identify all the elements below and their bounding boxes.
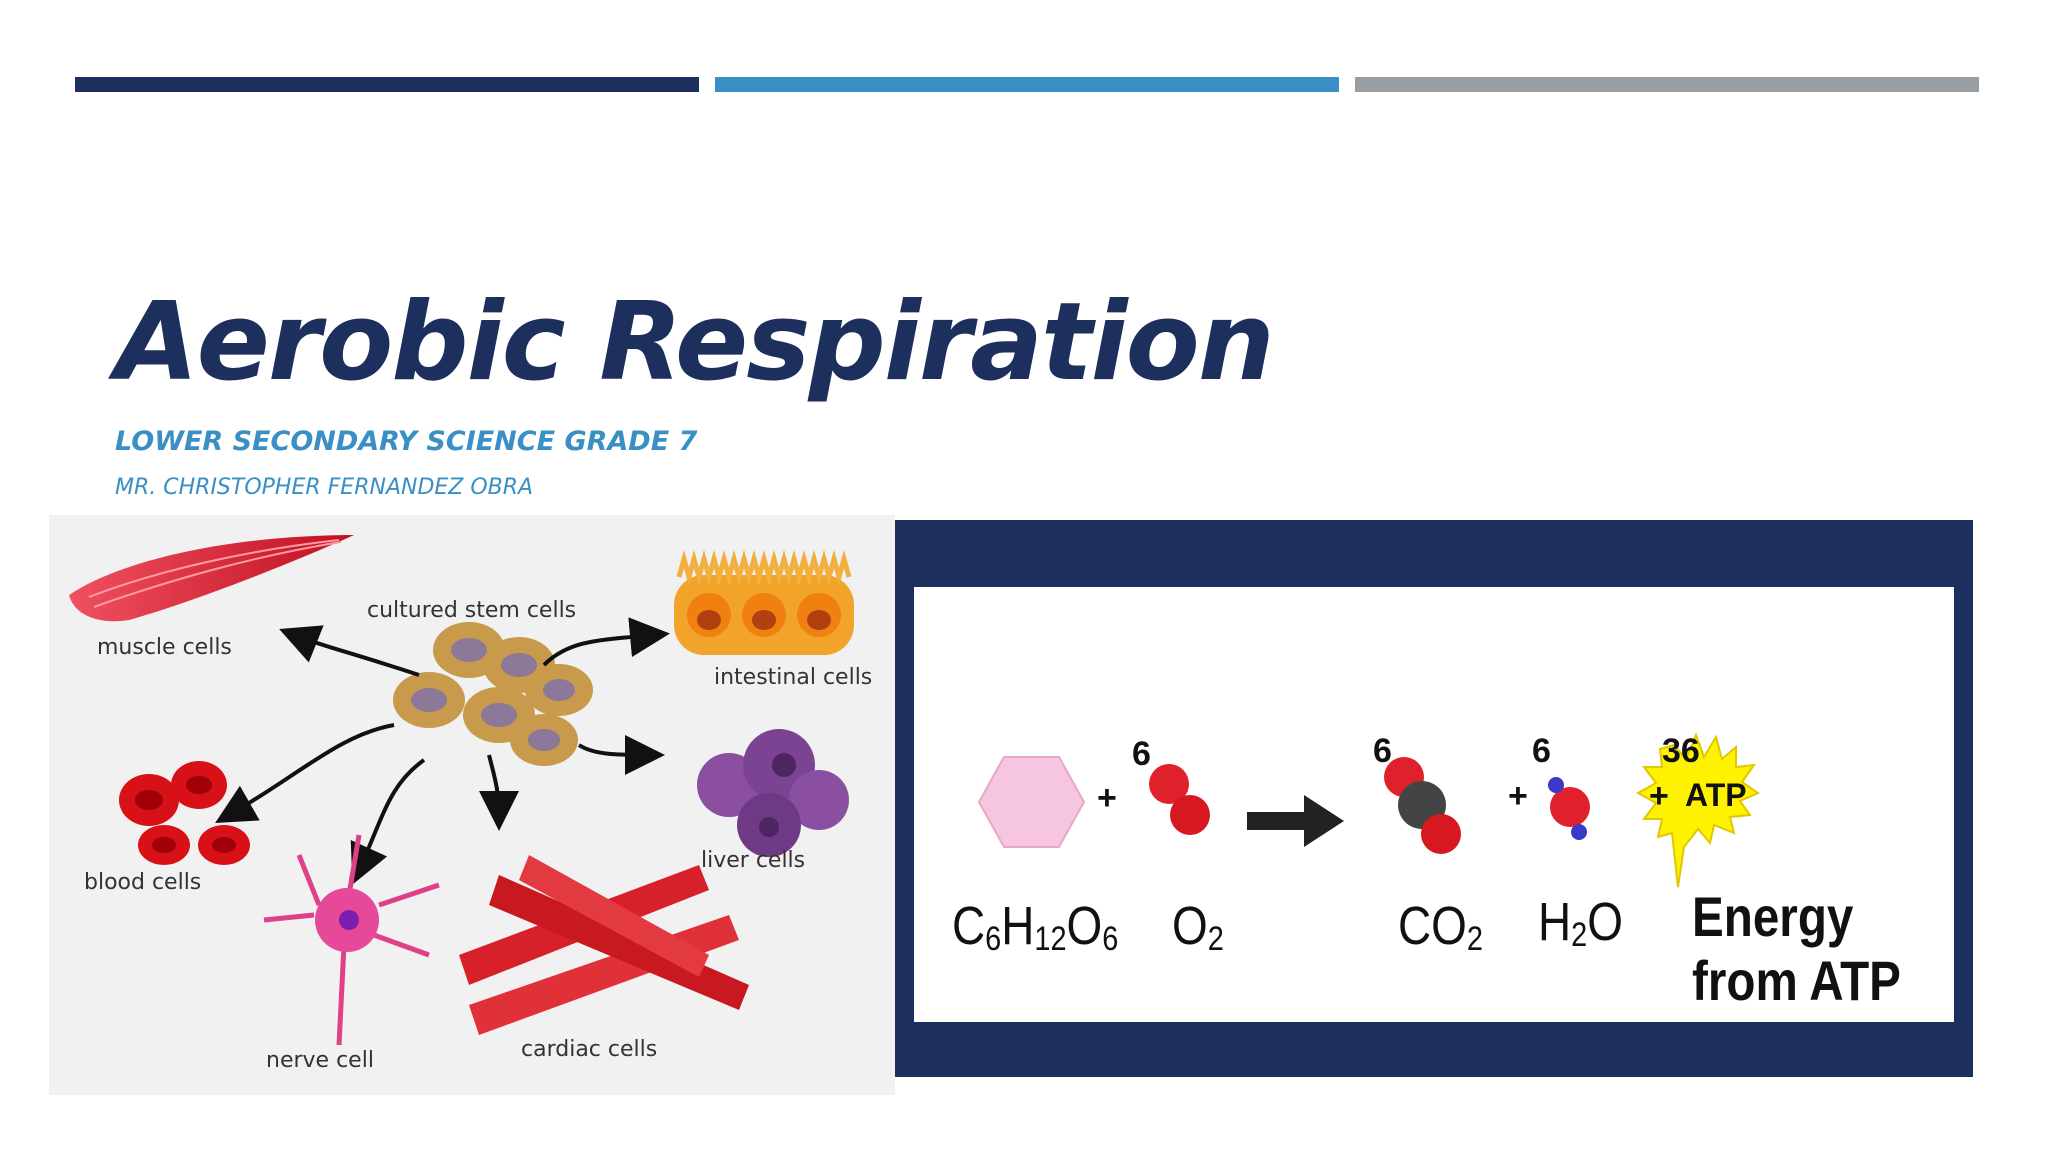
- accent-bar-blue: [715, 77, 1339, 92]
- label-intestinal-cells: intestinal cells: [714, 665, 873, 690]
- plus-sign-2: +: [1508, 777, 1528, 815]
- slide-author: MR. CHRISTOPHER FERNANDEZ OBRA: [115, 475, 534, 500]
- plus-sign-3: +: [1649, 777, 1669, 815]
- blood-cells-icon: [119, 761, 250, 865]
- label-muscle-cells: muscle cells: [97, 635, 232, 660]
- atp-burst-icon: [1635, 732, 1761, 888]
- equation-illustration: [977, 732, 1761, 888]
- atp-label: ATP: [1685, 777, 1747, 813]
- liver-cells-icon: [697, 729, 849, 857]
- atp-coefficient: 36: [1662, 732, 1700, 770]
- oxygen-coefficient: 6: [1132, 735, 1151, 773]
- oxygen-molecule-icon: [1149, 764, 1210, 835]
- water-molecule-icon: [1548, 777, 1590, 840]
- equation-panel: 6 6 6 36 + + + ATP C6H12O6 O2 CO2 H2O En…: [914, 587, 1954, 1022]
- muscle-cell-icon: [69, 535, 354, 622]
- oxygen-formula: O2: [1172, 896, 1224, 958]
- plus-sign-1: +: [1097, 779, 1117, 817]
- label-nerve-cell: nerve cell: [266, 1048, 374, 1073]
- intestinal-cells-icon: [674, 549, 854, 655]
- co2-coefficient: 6: [1373, 732, 1392, 770]
- nerve-cell-icon: [263, 834, 440, 1046]
- label-blood-cells: blood cells: [84, 870, 202, 895]
- cardiac-cells-icon: [459, 855, 749, 1035]
- water-formula: H2O: [1538, 892, 1623, 954]
- stem-cell-diagram: muscle cells cultured stem cells intesti…: [49, 515, 895, 1095]
- label-liver-cells: liver cells: [701, 848, 806, 873]
- reaction-arrow-icon: [1247, 795, 1344, 847]
- water-coefficient: 6: [1532, 732, 1551, 770]
- label-cardiac-cells: cardiac cells: [521, 1037, 658, 1062]
- slide-title: Aerobic Respiration: [115, 280, 1275, 405]
- equation-frame: 6 6 6 36 + + + ATP C6H12O6 O2 CO2 H2O En…: [895, 520, 1973, 1077]
- stem-cell-illustration: [69, 535, 854, 1046]
- slide-subtitle: LOWER SECONDARY SCIENCE GRADE 7: [115, 426, 698, 457]
- co2-formula: CO2: [1398, 896, 1483, 958]
- accent-bar-gray: [1355, 77, 1979, 92]
- glucose-formula: C6H12O6: [952, 896, 1119, 958]
- glucose-hexagon-icon: [977, 756, 1086, 848]
- carbon-dioxide-molecule-icon: [1384, 757, 1461, 854]
- accent-bar-navy: [75, 77, 699, 92]
- label-stem-cells: cultured stem cells: [367, 598, 577, 623]
- stem-cells-icon: [393, 622, 593, 766]
